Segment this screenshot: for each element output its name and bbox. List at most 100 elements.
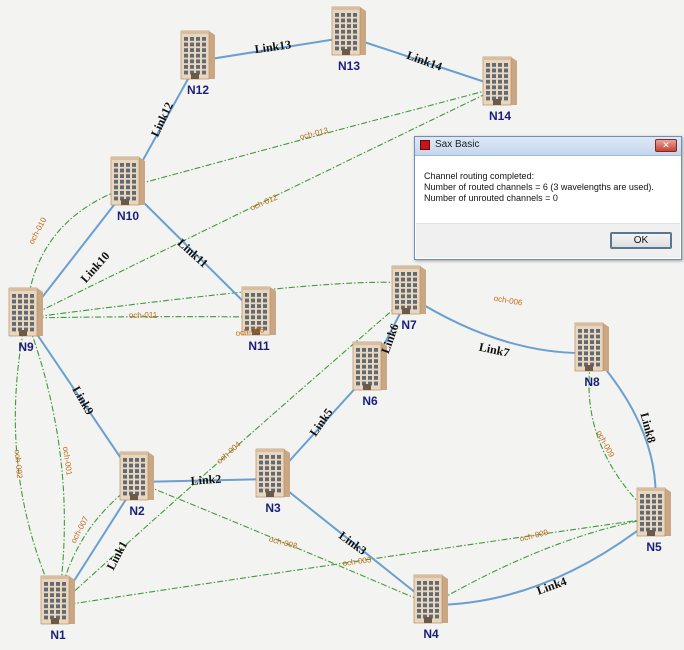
node-label: N5 <box>646 540 662 554</box>
link-path-link9[interactable] <box>25 317 138 483</box>
channel-label: och-006 <box>493 294 524 308</box>
channel-label: och-003 <box>342 555 372 568</box>
message-dialog: Sax Basic ✕ Channel routing completed: N… <box>414 136 682 260</box>
node-label: N7 <box>401 318 417 332</box>
building-icon <box>331 6 366 56</box>
channel-path-och-009[interactable] <box>430 517 655 606</box>
node-label: N2 <box>129 504 145 518</box>
link-label: Link5 <box>306 406 335 439</box>
node-n3[interactable]: N3 <box>255 448 290 515</box>
link-label: Link6 <box>378 322 402 356</box>
channel-path-och-012[interactable] <box>25 86 501 319</box>
building-icon <box>574 322 609 372</box>
ok-button[interactable]: OK <box>610 232 672 249</box>
link-path-link2[interactable] <box>136 478 274 483</box>
node-n9[interactable]: N9 <box>8 287 43 354</box>
channel-label: och-012 <box>249 192 280 212</box>
link-path-link11[interactable] <box>127 186 260 318</box>
node-n10[interactable]: N10 <box>110 156 145 223</box>
node-n13[interactable]: N13 <box>331 6 366 73</box>
channel-label: och-004 <box>215 439 243 465</box>
channel-path-och-008[interactable] <box>136 481 432 606</box>
building-icon <box>8 287 43 337</box>
building-icon <box>413 574 448 624</box>
link-label: Link12 <box>148 100 176 139</box>
node-n7[interactable]: N7 <box>391 265 426 332</box>
link-label: Link4 <box>535 574 569 598</box>
link-label: Link13 <box>254 37 292 56</box>
building-icon <box>241 286 276 336</box>
node-label: N14 <box>489 109 511 123</box>
building-icon <box>180 30 215 80</box>
link-label: Link2 <box>190 472 222 488</box>
link-label: Link11 <box>175 236 211 271</box>
building-icon <box>40 575 75 625</box>
channels-layer <box>14 86 655 607</box>
node-n12[interactable]: N12 <box>180 30 215 97</box>
building-icon <box>482 56 517 106</box>
channel-path-och-009[interactable] <box>588 352 655 519</box>
channel-label: och-008 <box>268 535 299 551</box>
link-label: Link9 <box>69 384 96 418</box>
node-n11[interactable]: N11 <box>241 286 276 353</box>
node-label: N3 <box>265 501 281 515</box>
channel-label: och-009 <box>519 528 550 544</box>
node-label: N9 <box>18 340 34 354</box>
node-label: N8 <box>584 375 600 389</box>
node-n6[interactable]: N6 <box>352 341 387 408</box>
node-label: N4 <box>423 627 439 641</box>
building-icon <box>391 265 426 315</box>
node-n5[interactable]: N5 <box>636 487 671 554</box>
link-label: Link10 <box>78 249 113 286</box>
dialog-footer: OK <box>416 223 680 258</box>
channel-label: och-011 <box>129 311 158 320</box>
link-label: Link14 <box>405 48 444 74</box>
links-layer <box>25 36 657 607</box>
node-label: N6 <box>362 394 378 408</box>
channel-path-och-004[interactable] <box>57 295 410 607</box>
link-path-link13[interactable] <box>197 36 350 62</box>
close-icon[interactable]: ✕ <box>655 139 677 152</box>
channel-label: och-002 <box>13 449 25 479</box>
node-n14[interactable]: N14 <box>482 56 517 123</box>
node-n1[interactable]: N1 <box>40 575 75 642</box>
node-label: N1 <box>50 628 66 642</box>
channel-path-och-013[interactable] <box>127 86 501 188</box>
link-path-link4[interactable] <box>430 517 655 606</box>
node-label: N11 <box>248 339 270 353</box>
building-icon <box>636 487 671 537</box>
channel-path-och-011[interactable] <box>25 316 260 319</box>
link-label: Link3 <box>336 528 369 557</box>
dialog-title: Sax Basic <box>435 139 480 150</box>
node-label: N13 <box>338 59 360 73</box>
building-icon <box>119 451 154 501</box>
node-n8[interactable]: N8 <box>574 322 609 389</box>
node-n4[interactable]: N4 <box>413 574 448 641</box>
building-icon <box>110 156 145 206</box>
link-label: Link1 <box>104 539 131 573</box>
link-path-link14[interactable] <box>348 36 501 88</box>
channel-path-och-003[interactable] <box>57 517 655 607</box>
channel-path-och-001[interactable] <box>25 317 65 607</box>
channel-label: och-013 <box>299 126 330 142</box>
building-icon <box>352 341 387 391</box>
channel-label: och-010 <box>27 215 49 245</box>
message-line: Number of routed channels = 6 (3 wavelen… <box>424 182 654 192</box>
channel-label: och-001 <box>61 446 74 476</box>
dialog-message: Channel routing completed: Number of rou… <box>424 171 673 204</box>
channel-path-och-002[interactable] <box>14 317 59 607</box>
channel-path-och-010[interactable] <box>25 186 129 319</box>
node-n2[interactable]: N2 <box>119 451 154 518</box>
link-label: Link7 <box>478 340 511 360</box>
node-label: N10 <box>117 209 139 223</box>
sax-basic-app-icon <box>420 140 430 150</box>
link-path-link3[interactable] <box>272 478 432 606</box>
building-icon <box>255 448 290 498</box>
message-line: Channel routing completed: <box>424 171 535 181</box>
channel-path-och-006[interactable] <box>25 281 417 319</box>
node-label: N12 <box>187 83 209 97</box>
link-path-link7[interactable] <box>408 295 593 355</box>
dialog-titlebar[interactable]: Sax Basic ✕ <box>415 137 681 156</box>
